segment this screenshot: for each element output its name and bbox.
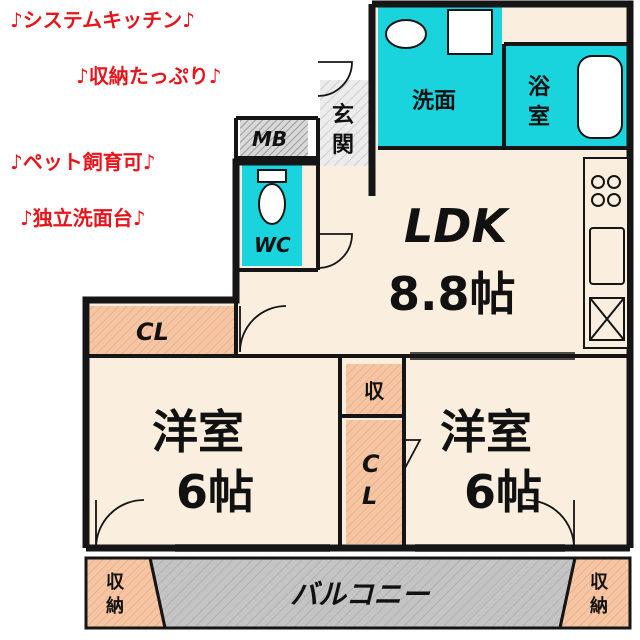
mb-label: MB	[252, 127, 287, 151]
western-room-2-size: 6帖	[464, 465, 542, 519]
bath-label-2: 室	[528, 104, 550, 130]
washing-machine-pan	[447, 9, 493, 55]
storage-right-label-1: 収	[590, 572, 609, 593]
storage-left-label-1: 収	[106, 572, 125, 593]
closet-vertical-label-2: L	[362, 482, 377, 510]
western-room-2-label: 洋室	[440, 405, 532, 459]
storage-small-label: 収	[364, 379, 385, 403]
storage-right-area	[558, 556, 632, 630]
kitchen-counter	[583, 157, 629, 349]
wc-label: WC	[254, 233, 291, 257]
inner-walls	[86, 42, 630, 548]
storage-left-area	[84, 556, 167, 630]
mb-area	[240, 120, 308, 156]
feature-system-kitchen: ♪システムキッチン♪	[10, 8, 195, 32]
doors	[95, 61, 575, 549]
ldk-label: LDK	[404, 199, 510, 253]
western-room-1-size: 6帖	[176, 465, 254, 519]
washroom-label: 洗面	[412, 89, 456, 114]
closet-left-area	[90, 306, 234, 354]
feature-pets-allowed: ♪ペット飼育可♪	[10, 150, 156, 174]
closet-label: CL	[136, 318, 169, 346]
storage-left-label-2: 納	[106, 595, 124, 617]
storage-small-area	[346, 364, 404, 414]
western-room-1-label: 洋室	[152, 405, 244, 459]
storage-right-label-2: 納	[590, 595, 608, 617]
closet-vertical-label-1: C	[362, 450, 380, 478]
windows	[175, 352, 575, 552]
toilet	[257, 169, 287, 225]
feature-plenty-storage: ♪収納たっぷり♪	[76, 64, 222, 88]
balcony-label: バルコニー	[290, 578, 430, 611]
closet-vertical-area	[346, 420, 404, 544]
ldk-size: 8.8帖	[388, 267, 516, 321]
entrance-label-1: 玄	[332, 102, 354, 128]
bathtub	[577, 55, 623, 139]
walls	[82, 0, 634, 552]
entrance-label-2: 関	[332, 133, 354, 158]
bath-label-1: 浴	[528, 75, 551, 100]
feature-independent-washbasin: ♪独立洗面台♪	[20, 206, 146, 230]
washbasin	[385, 19, 427, 49]
